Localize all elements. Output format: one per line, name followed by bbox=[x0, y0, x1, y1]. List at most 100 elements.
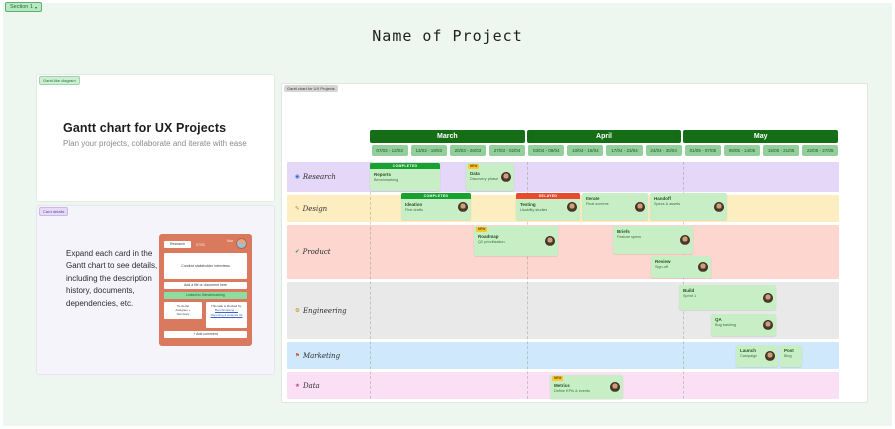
gantt-row-product: ✔Product bbox=[287, 225, 839, 279]
avatar bbox=[698, 262, 708, 272]
avatar bbox=[567, 201, 577, 212]
details-card-tag[interactable]: Card details bbox=[39, 207, 69, 216]
month-header-march[interactable]: March bbox=[370, 130, 525, 143]
card-title: Review bbox=[655, 259, 671, 264]
avatar bbox=[610, 382, 620, 392]
card-subtitle: Campaign bbox=[740, 354, 758, 358]
data-icon: ★ bbox=[295, 382, 300, 389]
week-header-9[interactable]: 01/05 - 07/05 bbox=[684, 145, 721, 156]
week-header-12[interactable]: 22/05 - 27/05 bbox=[802, 145, 839, 156]
details-card[interactable]: Card details Expand each card in the Gan… bbox=[36, 205, 275, 375]
avatar bbox=[763, 320, 773, 330]
engineering-icon: ⚙ bbox=[295, 307, 300, 314]
card-subtitle: Benchmarking bbox=[374, 178, 399, 182]
card-title: Briefs bbox=[617, 229, 630, 234]
row-label-marketing: ⚑Marketing bbox=[295, 352, 340, 360]
card-tag: NEW bbox=[468, 164, 480, 169]
mockup-left-line: Assignee + bbox=[175, 308, 191, 313]
row-label-product: ✔Product bbox=[295, 248, 331, 256]
month-header-april[interactable]: April bbox=[526, 130, 682, 143]
mockup-attachment-bar: Add a file or document here bbox=[164, 282, 247, 289]
card-title: Roadmap bbox=[478, 234, 499, 239]
mockup-title-box: Conduct stakeholder interviews bbox=[164, 253, 247, 279]
row-label-text: Engineering bbox=[302, 306, 347, 315]
mockup-dependency-line: This task is blocked by: bbox=[210, 304, 242, 308]
intro-card-subtitle: Plan your projects, collaborate and iter… bbox=[63, 139, 247, 148]
row-label-text: Research bbox=[302, 173, 336, 181]
card-title: Handoff bbox=[654, 196, 671, 201]
week-header-11[interactable]: 15/05 - 21/05 bbox=[763, 145, 800, 156]
whiteboard-canvas: Section 1 ▾ Name of Project Gantt-like d… bbox=[3, 2, 892, 426]
section-badge[interactable]: Section 1 ▾ bbox=[5, 2, 42, 12]
week-header-7[interactable]: 17/04 - 23/04 bbox=[606, 145, 643, 156]
intro-card-tag[interactable]: Gantt-like diagram bbox=[39, 76, 80, 85]
mockup-columns: To-do list Assignee + Summary This task … bbox=[164, 302, 247, 328]
card-subtitle: Define KPIs & events bbox=[554, 389, 590, 393]
week-header-4[interactable]: 27/03 - 02/04 bbox=[488, 145, 526, 156]
avatar bbox=[763, 292, 773, 303]
card-subtitle: Sprint 1 bbox=[683, 294, 697, 298]
card-status-header: COMPLETED bbox=[401, 193, 471, 199]
row-label-text: Product bbox=[302, 248, 331, 256]
gantt-chart[interactable]: Gantt chart for UX Projects ◉Research ✎ De… bbox=[281, 83, 868, 403]
card-title: Iterate bbox=[586, 196, 600, 201]
card-tag: NEW bbox=[552, 376, 564, 381]
month-header-may[interactable]: May bbox=[683, 130, 839, 143]
card-title: Testing bbox=[520, 202, 536, 207]
mockup-comment-bar: + Add comment bbox=[164, 331, 247, 338]
avatar bbox=[714, 201, 724, 212]
card-subtitle: Bug bashing bbox=[715, 323, 737, 327]
week-header-8[interactable]: 24/04 - 30/04 bbox=[645, 145, 682, 156]
avatar bbox=[635, 201, 645, 212]
card-subtitle: Final screens bbox=[586, 202, 609, 206]
avatar bbox=[458, 201, 468, 212]
card-title: QA bbox=[715, 317, 722, 322]
week-header-1[interactable]: 07/03 - 12/03 bbox=[371, 145, 408, 156]
gantt-tag[interactable]: Gantt chart for UX Projects bbox=[284, 85, 338, 92]
row-label-research: ◉Research bbox=[295, 173, 336, 181]
card-subtitle: Feature specs bbox=[617, 235, 642, 239]
week-header-5[interactable]: 03/04 - 09/04 bbox=[528, 145, 565, 156]
row-label-engineering: ⚙Engineering bbox=[295, 307, 347, 315]
section-badge-label: Section 1 bbox=[10, 4, 33, 10]
mockup-left-box: To-do list Assignee + Summary bbox=[164, 302, 202, 319]
intro-card[interactable]: Gantt-like diagram Gantt chart for UX Pr… bbox=[36, 74, 275, 202]
card-subtitle: First drafts bbox=[405, 208, 423, 212]
week-header-3[interactable]: 20/03 - 26/03 bbox=[449, 145, 486, 156]
card-subtitle: Usability studies bbox=[520, 208, 548, 212]
card-title: Metrics bbox=[554, 383, 570, 388]
gantt-gridlines bbox=[282, 84, 867, 402]
week-header-2[interactable]: 13/03 - 19/03 bbox=[410, 145, 447, 156]
week-header-10[interactable]: 08/05 - 14/05 bbox=[723, 145, 761, 156]
card-title: Reports bbox=[374, 172, 392, 177]
month-boundary-line bbox=[683, 162, 685, 399]
week-header-6[interactable]: 10/04 - 16/04 bbox=[567, 145, 604, 156]
avatar bbox=[501, 172, 511, 182]
product-icon: ✔ bbox=[295, 249, 300, 255]
card-subtitle: Blog bbox=[784, 354, 792, 358]
mockup-left-line: Summary bbox=[176, 312, 190, 317]
card-status-header: COMPLETED bbox=[370, 163, 440, 169]
design-icon: ✎ bbox=[295, 205, 300, 212]
mockup-month-label: Mar bbox=[226, 239, 233, 243]
details-card-text: Expand each card in the Gantt chart to s… bbox=[66, 249, 158, 308]
card-title: Build bbox=[683, 288, 695, 293]
avatar bbox=[236, 238, 247, 249]
